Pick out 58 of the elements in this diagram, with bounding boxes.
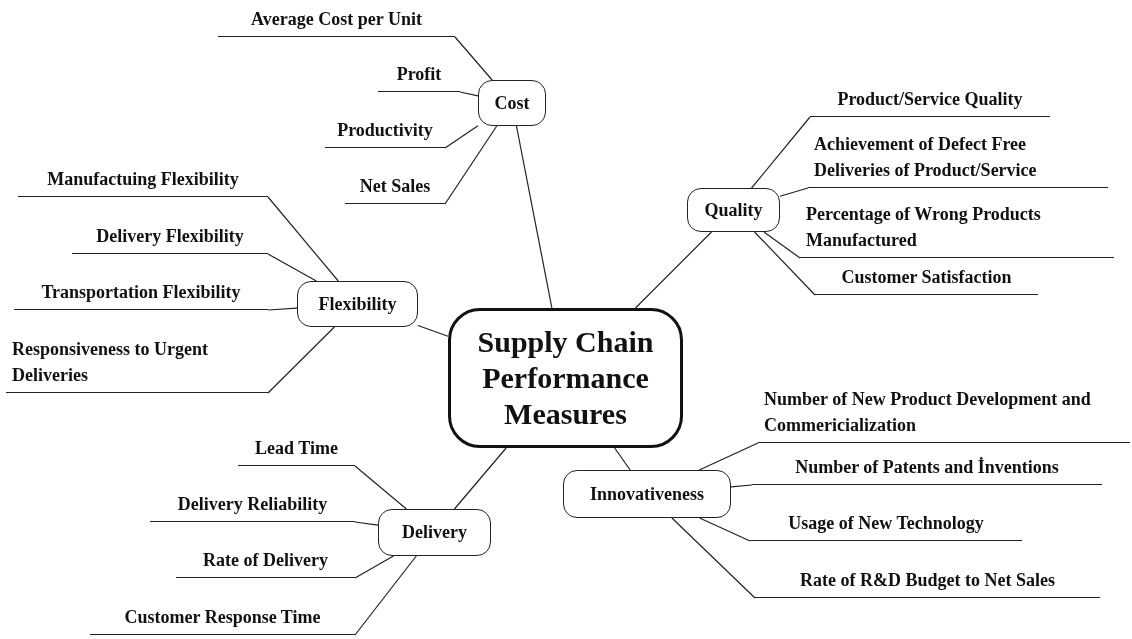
- branch-label: Transportation Flexibility: [41, 280, 241, 304]
- branch-label: Achievement of Defect Free Deliveries of Product/Service: [814, 132, 1038, 182]
- branch-label: Profit: [396, 62, 442, 86]
- branch-label: Percentage of Wrong Products Manufactured: [806, 202, 1042, 252]
- branch-label: Rate of Delivery: [203, 548, 328, 572]
- branch-label: Responsiveness to Urgent Deliveries: [12, 337, 209, 387]
- connector-line: [354, 465, 407, 510]
- connector-line: [779, 187, 809, 197]
- connector-line: [444, 125, 479, 149]
- connector-line: [453, 447, 507, 510]
- branch-label: Customer Satisfaction: [841, 265, 1012, 289]
- connector-line: [699, 517, 751, 542]
- connector-line: [454, 36, 493, 81]
- connector-line: [730, 484, 753, 488]
- connector-line: [267, 307, 298, 311]
- connector-line: [267, 253, 317, 282]
- branch-label: Manufactuing Flexibility: [47, 167, 239, 191]
- central-topic-label: Supply Chain Performance Measures: [476, 324, 655, 432]
- connector-line: [751, 116, 811, 189]
- branch-label: Net Sales: [359, 174, 431, 198]
- connector-line: [634, 231, 713, 309]
- branch-label: Lead Time: [255, 436, 338, 460]
- category-label: Delivery: [402, 522, 467, 543]
- connector-line: [763, 231, 801, 259]
- branch-label: Delivery Reliability: [177, 492, 328, 516]
- category-box: [563, 470, 731, 518]
- connector-line: [515, 125, 553, 309]
- category-label: Quality: [704, 199, 763, 221]
- category-label: Cost: [494, 92, 530, 114]
- branch-label: Productivity: [337, 118, 433, 142]
- connector-line: [267, 326, 335, 394]
- connector-line: [354, 555, 395, 579]
- branch-label: Customer Response Time: [124, 605, 321, 629]
- category-box: [478, 80, 546, 126]
- connector-line: [459, 91, 479, 97]
- connector-line: [354, 555, 417, 636]
- branch-label: Number of Patents and İnventions: [795, 455, 1059, 479]
- connector-line: [671, 517, 756, 599]
- connector-line: [444, 125, 498, 205]
- connector-line: [354, 521, 379, 526]
- category-label: Flexibility: [318, 293, 397, 315]
- central-topic-box: [448, 308, 683, 448]
- branch-label: Average Cost per Unit: [251, 7, 422, 31]
- underlined-branch: [752, 455, 1102, 485]
- category-box: [297, 281, 418, 327]
- connector-line: [698, 442, 759, 471]
- branch-label: Delivery Flexibility: [96, 224, 244, 248]
- category-box: [378, 509, 491, 556]
- connector-line: [417, 324, 449, 337]
- branch-label: Rate of R&D Budget to Net Sales: [800, 568, 1055, 592]
- branch-label: Number of New Product Development and Commericialization: [764, 387, 1092, 437]
- category-box: [687, 188, 780, 232]
- connector-line: [754, 231, 816, 296]
- branch-label: Usage of New Technology: [788, 511, 984, 535]
- connector-line: [267, 196, 339, 282]
- category-label: Innovativeness: [590, 483, 704, 505]
- connector-line: [614, 447, 631, 471]
- branch-label: Product/Service Quality: [837, 87, 1023, 111]
